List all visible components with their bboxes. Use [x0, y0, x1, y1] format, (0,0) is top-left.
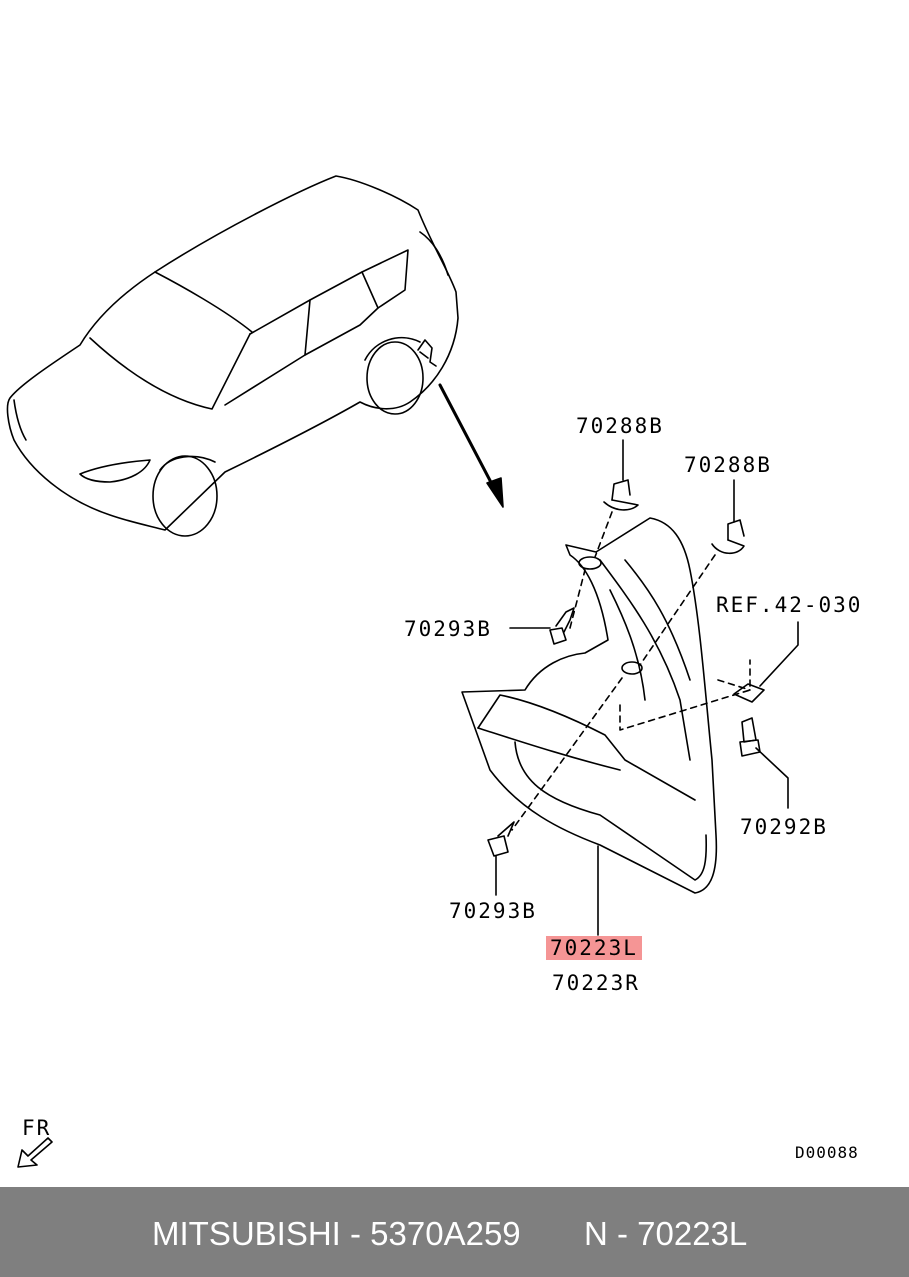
direction-label: FR — [22, 1116, 52, 1140]
parts-diagram — [6, 175, 799, 1168]
part-label-clip-right: 70288B — [684, 453, 772, 477]
footer-brand-part: MITSUBISHI - 5370A259 — [152, 1215, 521, 1252]
part-label-screw-upper: 70293B — [404, 617, 492, 641]
screw-icon — [509, 607, 575, 645]
part-label-screw-lower: 70293B — [449, 899, 537, 923]
clip-icon — [603, 439, 639, 511]
part-label-bolt-right: 70292B — [740, 815, 828, 839]
clip-icon — [711, 479, 745, 555]
part-label-mudflap-left: 70223L — [546, 936, 642, 960]
bolt-icon — [739, 717, 789, 809]
screw-icon — [487, 821, 515, 896]
footer-bar: MITSUBISHI - 5370A259 N - 70223L — [0, 1187, 909, 1277]
footer-ref-part: N - 70223L — [584, 1215, 748, 1252]
nut-icon — [733, 621, 799, 703]
car-outline-icon — [6, 175, 459, 537]
front-direction-arrow-icon — [17, 1137, 53, 1168]
assembly-lines — [511, 511, 751, 831]
arrow-icon — [438, 383, 504, 508]
part-label-mudflap-right: 70223R — [552, 971, 640, 995]
part-label-clip-top: 70288B — [576, 414, 664, 438]
diagram-code: D00088 — [795, 1143, 859, 1162]
ref-label: REF.42-030 — [716, 593, 863, 617]
